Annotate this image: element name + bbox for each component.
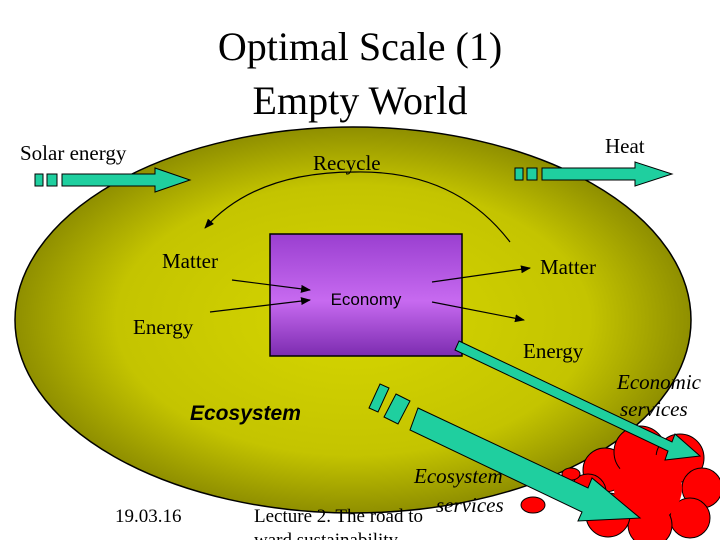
heat-label: Heat [605,134,645,158]
economic-services-label-1: Economic [616,370,702,394]
ecosystem-services-label-1: Ecosystem [413,464,503,488]
economy-label: Economy [331,290,402,309]
recycle-label: Recycle [313,151,381,175]
ecosystem-services-label-2: services [436,493,504,517]
title-line-2: Empty World [253,78,468,123]
footer-lecture-line-1: Lecture 2. The road to [254,506,423,527]
matter-in-label: Matter [162,249,218,273]
energy-out-label: Energy [523,339,584,363]
footer-date: 19.03.16 [115,506,182,527]
title-line-1: Optimal Scale (1) [218,24,502,69]
solar-energy-label: Solar energy [20,141,127,165]
matter-out-label: Matter [540,255,596,279]
footer-lecture-line-2: ward sustainability [254,530,399,540]
energy-in-label: Energy [133,315,194,339]
economic-services-label-2: services [620,397,688,421]
ecosystem-label: Ecosystem [190,402,301,425]
